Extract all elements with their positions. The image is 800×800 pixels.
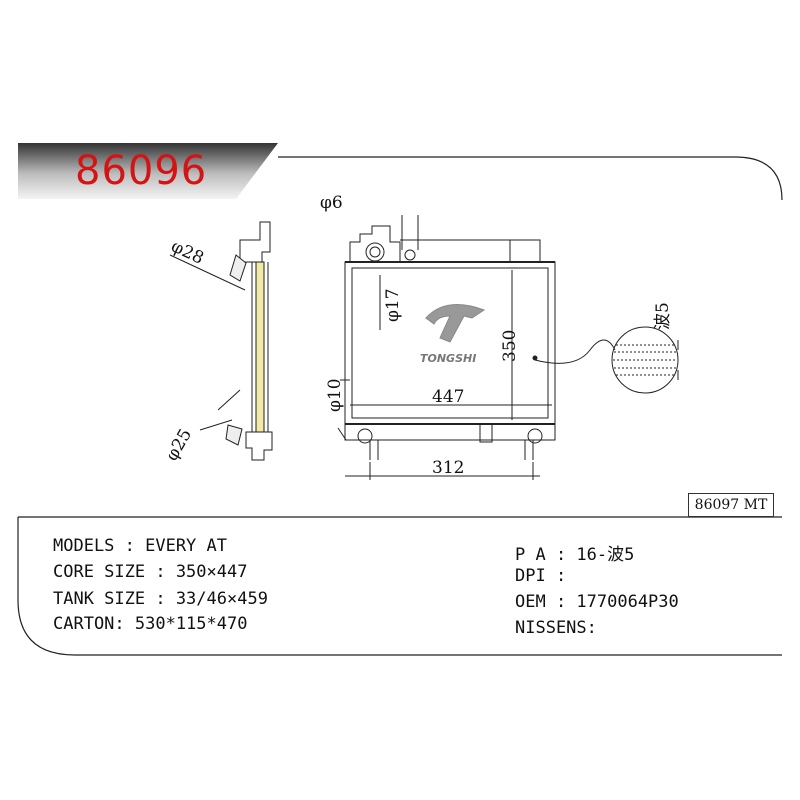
title-banner	[18, 143, 278, 199]
alt-part-box: 86097 MT	[688, 493, 774, 517]
side-view	[169, 221, 273, 461]
spec-carton: CARTON: 530*115*470	[53, 614, 248, 634]
dim-phi25: φ25	[162, 425, 196, 464]
logo-text: TONGSHI	[420, 352, 476, 365]
dim-width: 447	[432, 387, 464, 407]
dim-phi28: φ28	[168, 236, 207, 268]
spec-pa: P A : 16-波5	[515, 545, 635, 565]
tongshi-logo	[425, 304, 486, 343]
spec-models: MODELS : EVERY AT	[53, 536, 227, 556]
dim-phi10: φ10	[325, 378, 345, 412]
part-number: 86096	[75, 148, 208, 194]
dim-phi17: φ17	[383, 288, 403, 322]
dim-phi6: φ6	[320, 193, 343, 213]
spec-nissens: NISSENS:	[515, 618, 597, 638]
spec-core-size: CORE SIZE : 350×447	[53, 562, 248, 582]
dim-bottom: 312	[432, 458, 464, 478]
spec-oem: OEM : 1770064P30	[515, 592, 679, 612]
dim-height: 350	[500, 330, 520, 362]
spec-dpi: DPI :	[515, 566, 567, 586]
front-view	[337, 215, 556, 480]
fin-detail	[532, 326, 679, 394]
dim-fin: 波5	[653, 302, 673, 330]
spec-tank-size: TANK SIZE : 33/46×459	[53, 589, 268, 609]
